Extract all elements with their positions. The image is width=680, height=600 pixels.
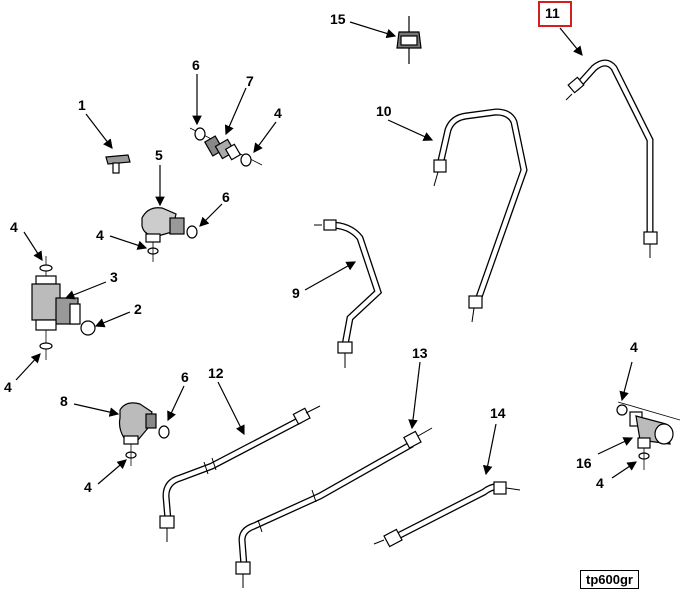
callout-4: 4 <box>10 219 18 235</box>
callout-4: 4 <box>274 105 282 121</box>
part-16-tee <box>616 401 680 470</box>
part-13-hose <box>235 427 433 588</box>
part-1-fitting <box>105 154 131 174</box>
callout-6: 6 <box>222 189 230 205</box>
part-3-tee <box>31 256 96 360</box>
leader-11 <box>559 27 583 56</box>
leader-4a <box>253 121 277 153</box>
part-15-nut <box>396 16 422 64</box>
leader-6b <box>199 203 223 227</box>
callout-6: 6 <box>181 369 189 385</box>
leader-7 <box>224 87 247 136</box>
leader-9 <box>304 261 357 291</box>
callout-15: 15 <box>330 11 346 27</box>
leader-4c <box>23 231 43 262</box>
callout-16: 16 <box>576 455 592 471</box>
callout-11: 11 <box>545 5 560 21</box>
leader-4b <box>109 235 148 250</box>
leader-12 <box>217 381 245 436</box>
callout-4: 4 <box>4 379 12 395</box>
callout-5: 5 <box>155 147 163 163</box>
leader-2 <box>94 311 131 328</box>
callout-9: 9 <box>292 285 300 301</box>
callout-10: 10 <box>376 103 392 119</box>
leader-1 <box>85 113 113 149</box>
part-9-tube <box>314 219 383 368</box>
leader-10 <box>387 119 434 141</box>
leader-4f <box>619 361 633 402</box>
callout-4: 4 <box>630 339 638 355</box>
leader-4d <box>15 353 41 381</box>
part-12-hose <box>159 405 321 542</box>
leader-8 <box>73 403 120 417</box>
highlight-box-11 <box>538 1 572 27</box>
callout-3: 3 <box>110 269 118 285</box>
callout-4: 4 <box>96 227 104 243</box>
callout-12: 12 <box>208 365 224 381</box>
reference-code-label: tp600gr <box>580 570 639 589</box>
callout-1: 1 <box>78 97 86 113</box>
part-10-tube <box>433 108 528 323</box>
callout-4: 4 <box>84 479 92 495</box>
leader-6c <box>167 385 185 422</box>
leader-4e <box>97 459 127 485</box>
callout-6: 6 <box>192 57 200 73</box>
leader-3 <box>64 281 107 300</box>
callout-7: 7 <box>246 73 254 89</box>
leader-15 <box>349 21 397 39</box>
callout-8: 8 <box>60 393 68 409</box>
part-7-connector <box>189 127 263 167</box>
part-5-elbow <box>141 207 198 262</box>
part-11-tube <box>565 59 658 258</box>
leader-13 <box>408 361 421 430</box>
callout-2: 2 <box>134 301 142 317</box>
callout-13: 13 <box>412 345 428 361</box>
leader-4g <box>611 461 637 479</box>
leader-14 <box>482 423 497 476</box>
callout-14: 14 <box>490 405 506 421</box>
callout-4: 4 <box>596 475 604 491</box>
part-14-hose <box>373 481 521 548</box>
part-8-elbow <box>118 402 170 466</box>
leader-16 <box>597 437 634 455</box>
